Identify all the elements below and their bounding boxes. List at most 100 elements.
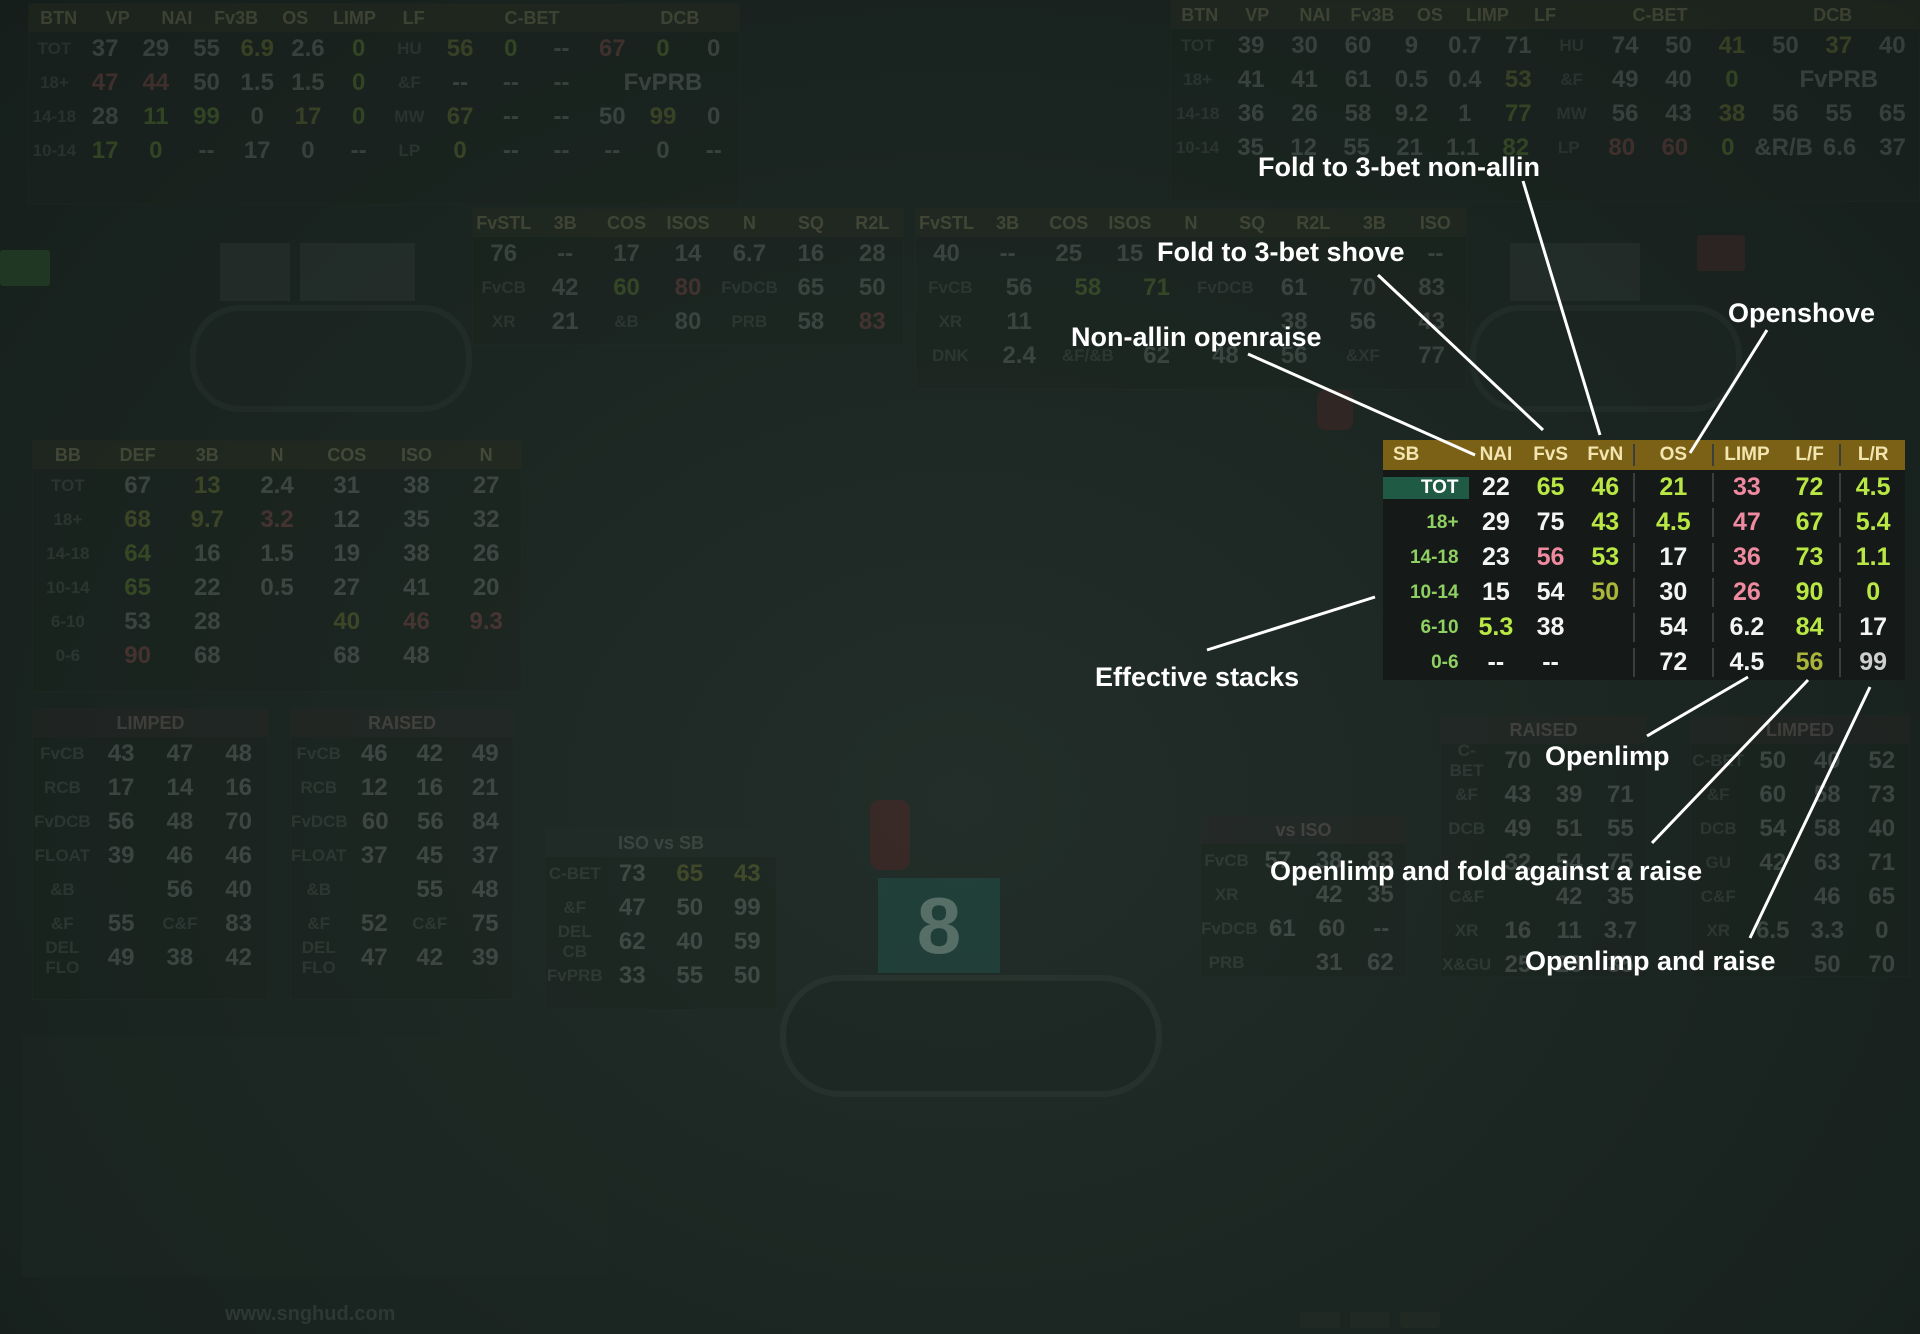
- hud-cell-fvs: 54: [1536, 578, 1565, 606]
- seat-box: [220, 243, 290, 301]
- bottom-panel: [22, 1037, 607, 1277]
- hud-cell-fvs: 38: [1536, 613, 1565, 641]
- hud-cell-nai: --: [1487, 648, 1505, 676]
- pointer-os: [1688, 329, 1769, 454]
- hud-cell-fvs: --: [1542, 648, 1559, 676]
- pointer-lr: [1748, 686, 1872, 939]
- hud-cell-fvs: 75: [1536, 508, 1565, 536]
- annotation-os: Openshove: [1728, 298, 1876, 328]
- hud-cell-lf: 73: [1795, 543, 1824, 571]
- sb-hud-panel[interactable]: SB NAI FvS FvN OS LIMP L/F L/R TOT 22 65 46…: [1383, 440, 1905, 680]
- hud-cell-lr: 1.1: [1839, 543, 1905, 572]
- hud-cell-os: 21: [1632, 473, 1713, 502]
- annotation-fvs: Fold to 3-bet shove: [1157, 237, 1405, 267]
- pointer-fvn: [1521, 180, 1602, 436]
- hud-cell-fvn: 53: [1591, 543, 1620, 571]
- seat-box: [300, 243, 415, 301]
- hud-cell-limp: 33: [1712, 473, 1780, 502]
- hud-stack-label: 14-18: [1409, 546, 1459, 568]
- pointer-eff: [1206, 595, 1376, 652]
- hud-stack-label: 0-6: [1431, 651, 1459, 673]
- control-button[interactable]: [1400, 1312, 1440, 1328]
- hero-card: 8: [878, 878, 1000, 973]
- hud-header-os: OS: [1632, 444, 1713, 466]
- hud-cell-os: 54: [1632, 613, 1713, 642]
- hud-header-fvn: FvN: [1587, 444, 1624, 465]
- hud-cell-fvn: 43: [1591, 508, 1620, 536]
- hud-header-row: SB NAI FvS FvN OS LIMP L/F L/R: [1383, 440, 1905, 470]
- control-button[interactable]: [1350, 1312, 1390, 1328]
- hud-cell-nai: 23: [1481, 543, 1510, 571]
- site-watermark: www.snghud.com: [225, 1303, 396, 1325]
- hud-cell-os: 72: [1632, 648, 1713, 677]
- hud-header-limp: LIMP: [1712, 444, 1780, 466]
- hud-cell-lr: 17: [1839, 613, 1905, 642]
- annotation-nai: Non-allin openraise: [1071, 322, 1322, 352]
- hud-header-nai: NAI: [1479, 444, 1513, 465]
- hud-cell-limp: 4.5: [1712, 648, 1780, 677]
- hud-cell-limp: 47: [1712, 508, 1780, 537]
- hud-cell-lr: 5.4: [1839, 508, 1905, 537]
- right-table-edge: [1470, 305, 1742, 412]
- hud-cell-fvn: 50: [1591, 578, 1620, 606]
- hud-cell-limp: 26: [1712, 578, 1780, 607]
- seat-box: [1510, 243, 1640, 301]
- hud-cell-nai: 15: [1481, 578, 1510, 606]
- hud-cell-nai: 29: [1481, 508, 1510, 536]
- hud-stack-label: 6-10: [1420, 616, 1459, 638]
- hud-cell-nai: 5.3: [1478, 613, 1514, 641]
- left-table-edge: [190, 305, 472, 412]
- hud-cell-lr: 99: [1839, 648, 1905, 677]
- hud-cell-lr: 0: [1839, 578, 1905, 607]
- seat-indicator: [1697, 235, 1745, 271]
- hud-cell-os: 17: [1632, 543, 1713, 572]
- hud-cell-lf: 67: [1795, 508, 1824, 536]
- hud-header-fvs: FvS: [1533, 444, 1569, 465]
- hud-stack-label: 10-14: [1409, 581, 1459, 603]
- annotation-limp: Openlimp: [1545, 741, 1670, 771]
- hud-header-lf: L/F: [1795, 444, 1824, 465]
- pointer-limp: [1646, 675, 1749, 738]
- hud-cell-lr: 4.5: [1839, 473, 1905, 502]
- pointer-nai: [1247, 352, 1476, 457]
- hud-stack-label: TOT: [1383, 476, 1469, 499]
- annotation-fvn: Fold to 3-bet non-allin: [1258, 152, 1540, 182]
- hud-cell-fvn: 46: [1591, 473, 1620, 501]
- pointer-fvs: [1376, 273, 1545, 432]
- hud-stack-label: 18+: [1426, 511, 1459, 533]
- poker-table: [780, 975, 1162, 1097]
- control-button[interactable]: [1300, 1312, 1340, 1328]
- annotation-eff: Effective stacks: [1095, 662, 1300, 692]
- hud-cell-lf: 84: [1795, 613, 1824, 641]
- hud-cell-lf: 72: [1795, 473, 1824, 501]
- hud-cell-nai: 22: [1481, 473, 1510, 501]
- hud-cell-os: 30: [1632, 578, 1713, 607]
- annotation-lr: Openlimp and raise: [1525, 946, 1776, 976]
- seat-indicator: [0, 250, 50, 286]
- pointer-lf: [1650, 678, 1810, 845]
- hud-cell-fvs: 65: [1536, 473, 1565, 501]
- hud-header-lr: L/R: [1839, 444, 1905, 466]
- hud-cell-limp: 6.2: [1712, 613, 1780, 642]
- hud-header-sb: SB: [1393, 444, 1420, 465]
- annotation-lf: Openlimp and fold against a raise: [1270, 856, 1703, 886]
- hud-cell-fvs: 56: [1536, 543, 1565, 571]
- hud-cell-limp: 36: [1712, 543, 1780, 572]
- hud-cell-lf: 90: [1795, 578, 1824, 606]
